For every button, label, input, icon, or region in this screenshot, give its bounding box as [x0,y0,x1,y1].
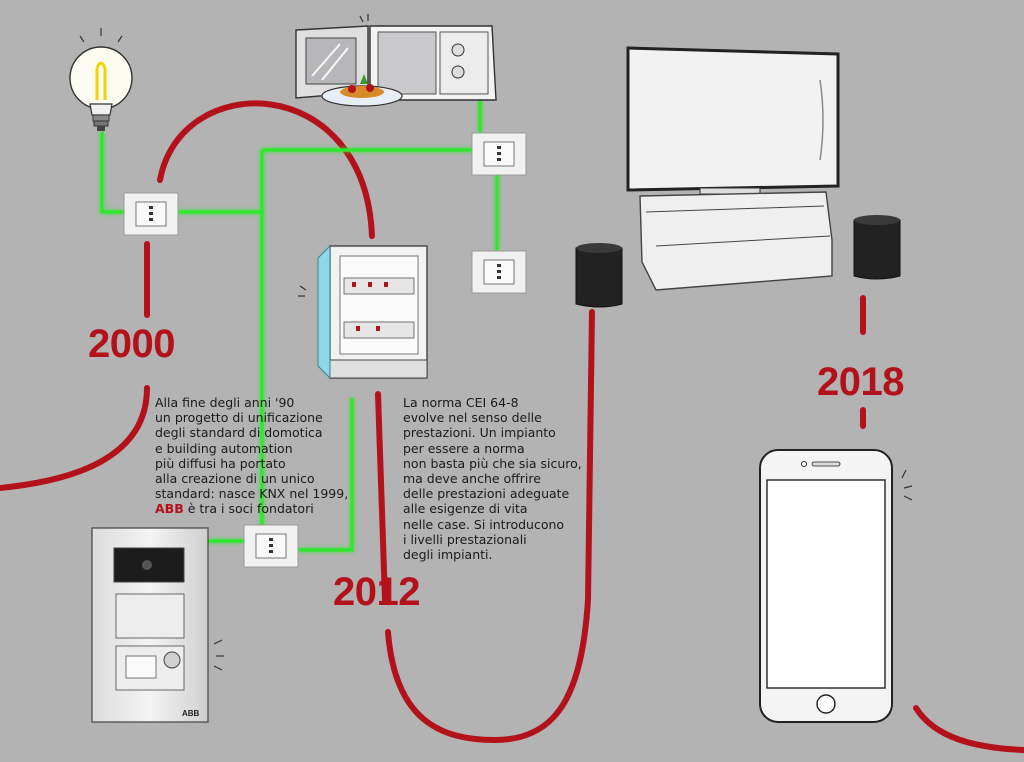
door-intercom-icon: ABB [91,527,224,723]
wall-switch-icon[interactable] [123,192,179,236]
wall-switch-icon[interactable] [243,524,299,568]
smartphone-icon [759,449,913,723]
text-line: alle esigenze di vita [403,501,528,517]
text-line: per essere a norma [403,440,525,456]
text-line: standard: nasce KNX nel 1999, [155,486,349,502]
light-bulb-icon [69,28,133,131]
television-icon [626,46,840,195]
microwave-icon [295,14,497,101]
text-line: un progetto di unificazione [155,410,323,426]
description-2000: Alla fine degli anni '90 un progetto di … [155,395,348,517]
timeline-line [0,100,1024,753]
intercom-brand-label: ABB [182,709,200,718]
text-line: La norma CEI 64-8 [403,395,519,410]
electrical-panel-icon [298,244,428,380]
text-line-rest: è tra i soci fondatori [183,501,314,517]
text-line: prestazioni. Un impianto [403,425,556,441]
text-line: ABB è tra i soci fondatori [155,501,348,516]
text-line: degli impianti. [403,547,493,563]
wall-switch-icon[interactable] [471,250,527,294]
year-2018: 2018 [817,360,904,404]
soundbar-icon [639,191,833,291]
wiring [100,98,499,552]
text-line: degli standard di domotica [155,425,323,441]
text-line: e building automation [155,440,293,456]
brand-abb: ABB [155,501,184,517]
text-line: i livelli prestazionali [403,531,527,547]
text-line: evolve nel senso delle [403,410,542,426]
speaker-icon [853,215,901,280]
text-line: più diffusi ha portato [155,455,286,471]
text-line: nelle case. Si introducono [403,516,565,532]
year-2012: 2012 [333,570,420,614]
text-line: Alla fine degli anni '90 [155,395,295,410]
text-line: ma deve anche offrire [403,471,541,487]
description-2012: La norma CEI 64-8 evolve nel senso delle… [403,395,582,562]
year-2000: 2000 [88,322,175,366]
text-line: delle prestazioni adeguate [403,486,570,502]
speaker-icon [575,243,623,308]
text-line: alla creazione di un unico [155,471,315,487]
food-plate-icon [321,74,403,107]
wall-switch-icon[interactable] [471,132,527,176]
text-line: non basta più che sia sicuro, [403,455,582,471]
